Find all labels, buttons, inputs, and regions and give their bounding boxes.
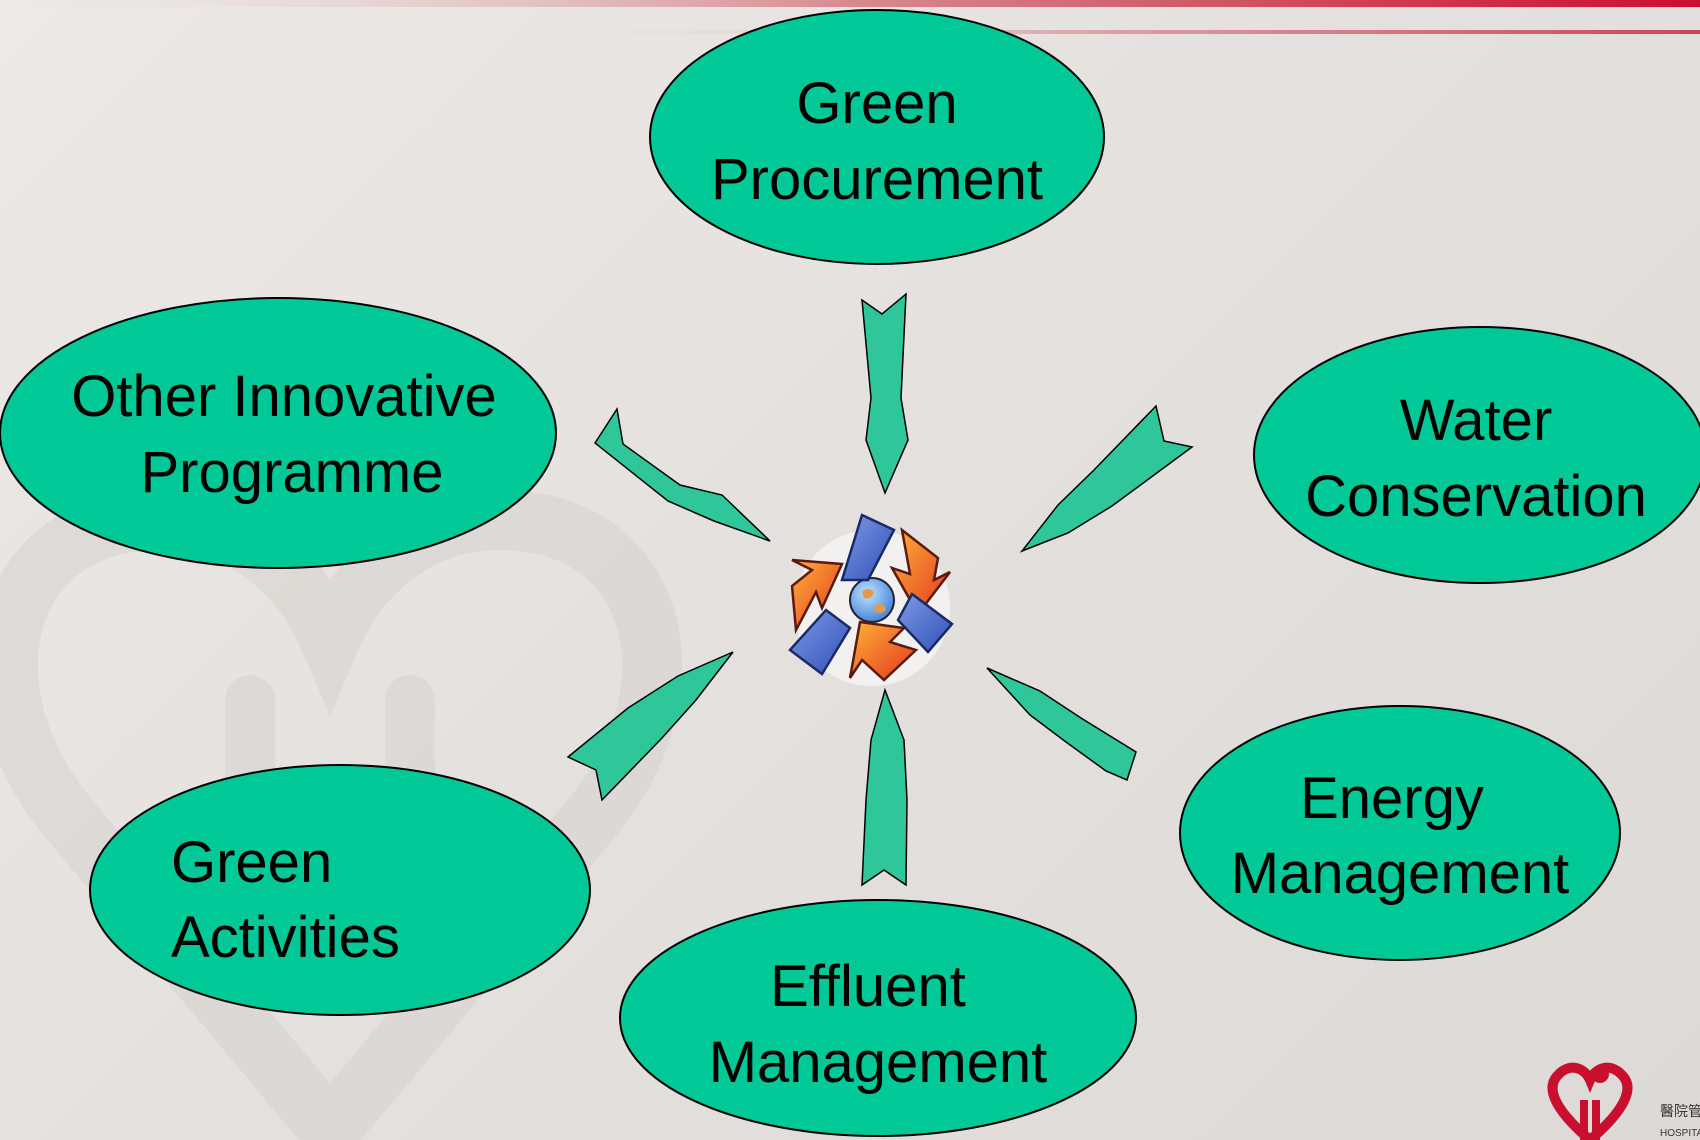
arrow-from-water-conservation [1019,404,1194,553]
logo-text-cn: 醫院管理局 [1660,1103,1700,1119]
arrow-from-other-innovative-programme [594,406,771,542]
node-water-conservation-line-1: Water [1400,388,1553,453]
top-decorative-bar [0,0,1700,34]
node-water-conservation: Water Conservation [1253,326,1700,584]
node-other-innovative-programme: Other Innovative Programme [0,297,557,569]
node-effluent-management: Effluent Management [619,899,1137,1137]
arrow-from-green-activities [566,651,734,802]
node-green-activities-line-1: Green [171,830,332,895]
node-green-procurement-line-1: Green [796,71,957,136]
node-green-activities: Green Activities [89,764,591,1016]
node-other-innovative-programme-line-1: Other Innovative [71,364,497,429]
logo-text-en: HOSPITAL AUTHORITY [1660,1128,1700,1139]
arrow-from-energy-management [986,667,1137,782]
node-effluent-management-line-2: Management [709,1030,1048,1095]
node-green-activities-line-2: Activities [171,905,400,970]
node-effluent-management-line-1: Effluent [770,954,966,1019]
node-water-conservation-line-2: Conservation [1305,464,1647,529]
node-energy-management-line-2: Management [1231,841,1570,906]
node-green-procurement: Green Procurement [649,9,1105,265]
arrows [566,292,1194,887]
hospital-authority-logo-icon: 醫院管理局 HOSPITAL AUTHORITY [1547,1062,1700,1140]
node-green-procurement-line-2: Procurement [711,147,1043,212]
node-energy-management-line-1: Energy [1300,766,1484,831]
arrow-from-green-procurement [861,292,909,496]
node-energy-management: Energy Management [1179,705,1621,961]
node-other-innovative-programme-line-2: Programme [141,440,444,505]
recycle-globe-icon [788,513,954,686]
arrow-from-effluent-management [861,687,908,887]
